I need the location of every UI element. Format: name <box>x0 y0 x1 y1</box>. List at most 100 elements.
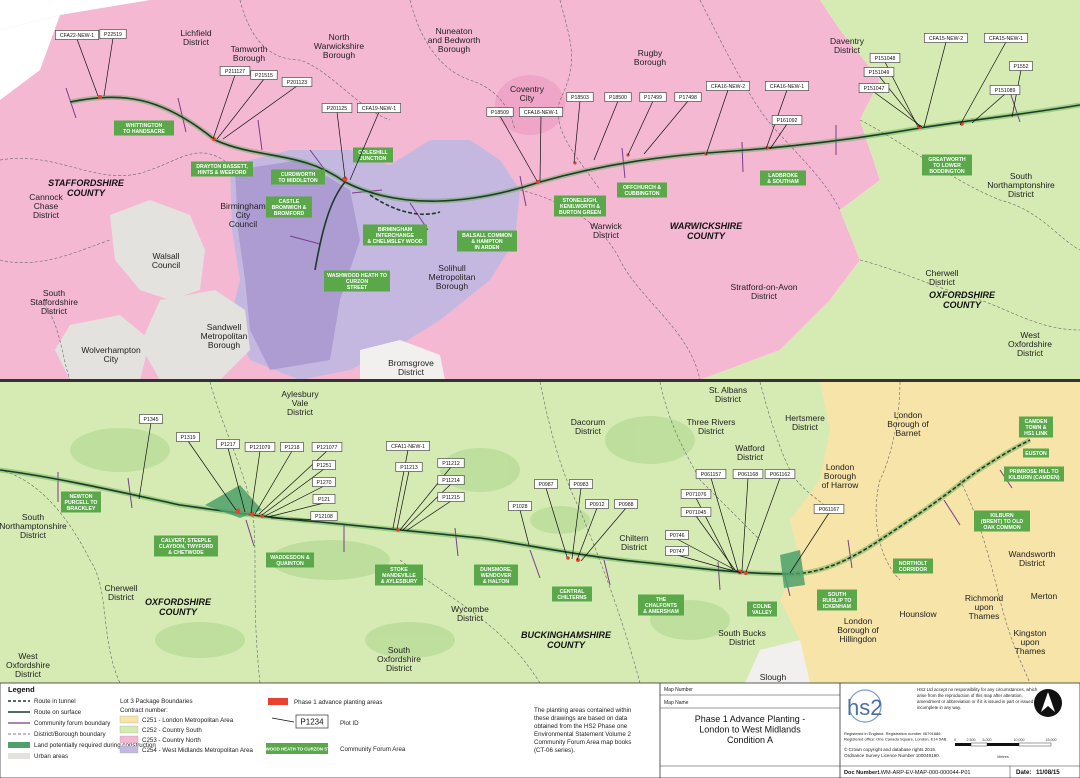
plot-id-p18500: P18500 <box>593 92 632 161</box>
cfa-text-line: CHILTERNS <box>557 595 587 601</box>
district-label-walsall-council-line: Walsall <box>152 251 179 261</box>
plot-leader <box>519 509 530 546</box>
legend-item-route-in-tunnel: Route in tunnel <box>8 698 76 705</box>
urban-area-walsall <box>110 200 205 300</box>
district-label-london-borough-of-barnet-line: Borough of <box>887 419 929 429</box>
cfa-text: LADBROKE& SOUTHAM <box>767 173 798 185</box>
package-c252-country-south: C252 - Country South <box>119 725 202 734</box>
district-label-three-rivers-district-line: Three Rivers <box>687 417 736 427</box>
copyright-text: © Crown copyright and database rights 20… <box>844 746 940 758</box>
legend-item-route-on-surface: Route on surface <box>8 709 82 716</box>
cfa-text-line: & CHETWODE <box>168 550 204 556</box>
district-label-london-borough-of-hillingdon-line: London <box>844 616 873 626</box>
plot-leader <box>573 100 581 164</box>
district-label-south-oxfordshire-district-line: South <box>388 645 410 655</box>
cfa-sample: WASHWOOD HEATH TO CURZON STREET <box>252 747 341 752</box>
doc-number-label: Doc Number: <box>844 770 879 776</box>
plot-id-p061167: P061167 <box>789 504 845 574</box>
cfa-text-line: CUBBINGTON <box>624 191 659 197</box>
plot-id-p0746: P0746 <box>665 530 740 573</box>
cfa-text-line: & HAMPTON <box>471 239 503 245</box>
plot-id-p11215: P11215 <box>405 492 465 532</box>
registered-office: Registered in England. Registration numb… <box>844 731 948 742</box>
plot-leader <box>222 85 298 140</box>
plot-id-text: P151047 <box>864 86 885 92</box>
district-label-hertsmere-district-line: Hertsmere <box>785 413 825 423</box>
cfa-text: EUSTON <box>1025 451 1047 457</box>
hs2-logo: hs2 <box>847 689 882 723</box>
plot-id-text: P151089 <box>995 88 1016 94</box>
district-label-hertsmere-district-line: District <box>792 422 819 432</box>
plot-id-text: P1319 <box>180 435 195 441</box>
copyright-text-line: Ordnance Survey Licence Number 100049190… <box>844 753 940 758</box>
disclaimer-text: HS2 Ltd accept no responsibility for any… <box>917 687 1038 710</box>
map-title-line: London to West Midlands <box>699 725 801 735</box>
county-label-staffordshire-county-line: STAFFORDSHIRE <box>48 178 125 188</box>
cfa-text-line: BRACKLEY <box>67 506 96 512</box>
cfa-text-line: CORRIDOR <box>899 567 927 573</box>
district-label-south-northamptonshire-district-line: District <box>20 530 47 540</box>
district-label-north-warwickshire-borough-line: Warwickshire <box>314 41 364 51</box>
plot-id-text: CFA18-NEW-1 <box>524 110 558 116</box>
plot-id-text: P121077 <box>317 445 338 451</box>
plot-id-text: P11212 <box>442 461 460 467</box>
package-label: C252 - Country South <box>142 727 202 734</box>
package-label: C253 - Country North <box>142 737 201 744</box>
plot-id-text: P18500 <box>609 95 627 101</box>
district-label-walsall-council-line: Council <box>152 260 180 270</box>
county-label-oxfordshire-county-line: OXFORDSHIRE <box>145 597 212 607</box>
cfa-text-line: TO HANDSACRE <box>123 129 165 135</box>
plot-leader <box>571 487 582 560</box>
plot-leader <box>103 37 114 97</box>
plot-id-p18509: P18509 <box>486 107 538 182</box>
cfa-label-waddesdon-quainton: WADDESDON &QUAINTON <box>266 552 314 568</box>
plot-id-text: P17498 <box>679 95 697 101</box>
district-label-aylesbury-vale-district-line: District <box>287 407 314 417</box>
copyright-text-line: © Crown copyright and database rights 20… <box>844 746 936 752</box>
plot-id-text: P0988 <box>618 502 633 508</box>
cfa-label-stoneleigh-kenilworth-burton-green: STONELEIGH,KENILWORTH &BURTON GREEN <box>554 195 606 217</box>
district-label-london-borough-of-harrow-line: of Harrow <box>822 480 860 490</box>
district-label-london-borough-of-hillingdon-line: Hillingdon <box>839 634 877 644</box>
outside-area-west <box>0 15 60 100</box>
district-label-solihull-metropolitan-borough-line: Borough <box>436 281 468 291</box>
route-top-spur <box>314 181 346 271</box>
planting-note-text-line: Environmental Statement Volume 2 <box>534 731 632 738</box>
cfa-text-line: HS1 LINK <box>1024 431 1048 437</box>
plot-id-sample: P1234 <box>300 718 324 727</box>
urban-area-bromsgrove <box>360 340 445 380</box>
route-top-spur-2 <box>369 194 441 216</box>
district-label-coventry-city-line: Coventry <box>510 84 545 94</box>
plot-id-p151047: P151047 <box>858 83 923 128</box>
cfa-text: STONELEIGH,KENILWORTH &BURTON GREEN <box>559 198 601 216</box>
plot-id-text: P0747 <box>669 549 684 555</box>
district-label-chiltern-district-line: District <box>621 542 648 552</box>
package-c253-country-north: C253 - Country North <box>119 735 201 744</box>
district-label-aylesbury-vale-district-line: Aylesbury <box>281 389 319 399</box>
district-label-richmond-upon-thames-line: Thames <box>969 611 1000 621</box>
district-boundaries-top <box>0 0 1080 381</box>
